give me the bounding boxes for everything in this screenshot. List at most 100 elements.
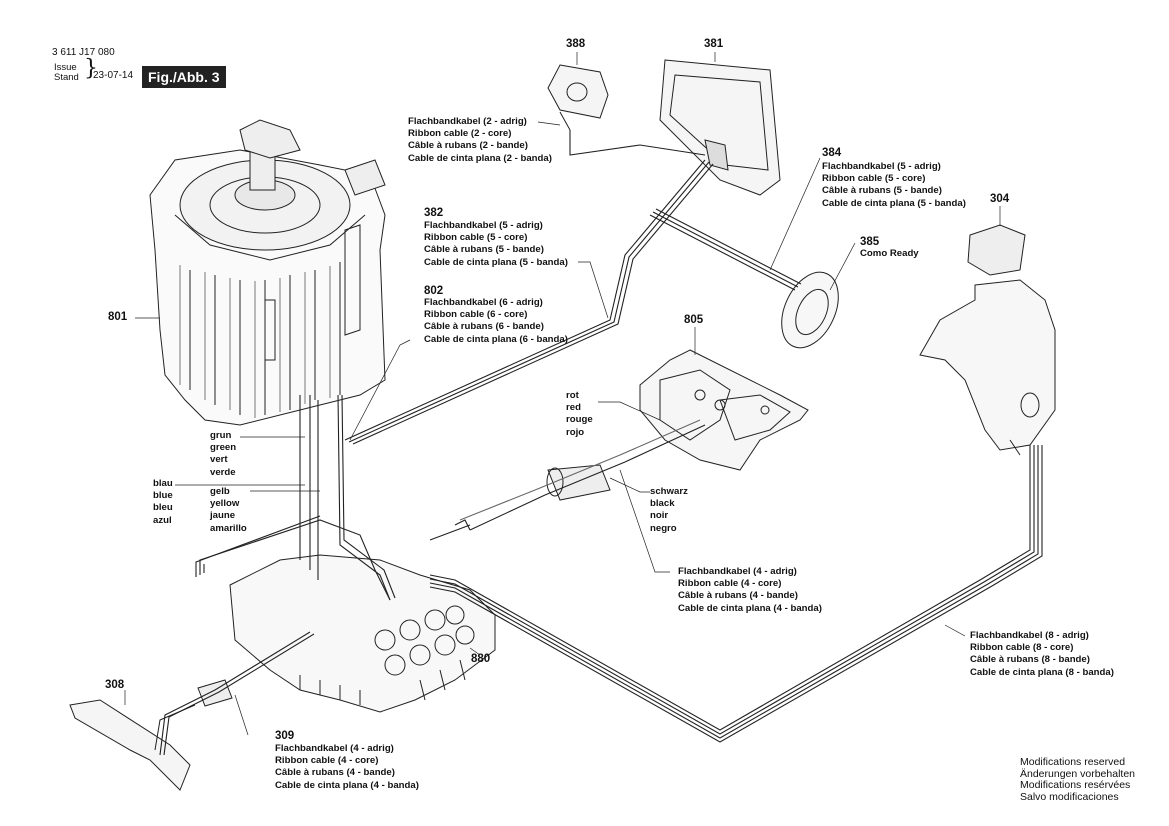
board-805-illustration xyxy=(639,349,809,471)
label-line: Câble à rubans (5 - bande) xyxy=(424,244,544,256)
part-number-382: 382 xyxy=(424,207,444,219)
leader-309 xyxy=(234,694,249,736)
handle-304-illustration xyxy=(919,224,1056,456)
callout-green-wire: grun green vert verde xyxy=(210,430,236,479)
display-381-illustration xyxy=(659,59,781,196)
leader-ribbon8 xyxy=(944,624,966,637)
label-line: Como Ready xyxy=(860,248,919,259)
leader-red xyxy=(598,401,661,421)
part-number-381: 381 xyxy=(704,38,724,50)
leader-ribbon2 xyxy=(537,121,561,126)
label-line: rojo xyxy=(566,426,585,438)
label-line: Ribbon cable (6 - core) xyxy=(424,309,528,321)
modifications-line: Modifications resérvées xyxy=(1020,779,1131,791)
ribbon-cable-5-core-384 xyxy=(649,208,802,291)
modifications-line: Änderungen vorbehalten xyxy=(1020,767,1136,780)
label-line: Câble à rubans (4 - bande) xyxy=(678,590,798,602)
label-line: blue xyxy=(153,490,173,502)
label-line: Ribbon cable (4 - core) xyxy=(678,578,782,590)
leader-802 xyxy=(349,339,411,441)
leader-880 xyxy=(469,647,481,656)
leader-384 xyxy=(769,157,821,271)
label-line: Ribbon cable (5 - core) xyxy=(822,173,926,185)
label-line: Cable de cinta plana (5 - banda) xyxy=(822,197,966,209)
document-number: 3 611 J17 080 xyxy=(52,47,115,58)
label-line: Câble à rubans (8 - bande) xyxy=(970,654,1090,666)
label-line: Flachbandkabel (6 - adrig) xyxy=(424,297,543,308)
label-line: Cable de cinta plana (8 - banda) xyxy=(970,666,1114,678)
callout-blue-wire: blau blue bleu azul xyxy=(153,478,173,527)
brace-glyph: } xyxy=(84,56,98,81)
callout-802: Flachbandkabel (6 - adrig) Ribbon cable … xyxy=(424,297,568,346)
issue-label: Issue Stand xyxy=(54,63,79,83)
label-line: Câble à rubans (2 - bande) xyxy=(408,140,528,152)
label-line: Flachbandkabel (5 - adrig) xyxy=(822,161,941,172)
como-ready-385-illustration xyxy=(781,271,839,349)
ribbon-cable-2-core xyxy=(569,130,706,156)
leader-382 xyxy=(578,261,609,319)
electronics-880-illustration xyxy=(229,554,496,713)
label-line: noir xyxy=(650,510,669,522)
label-line: amarillo xyxy=(210,522,247,534)
issue-label-en: Issue xyxy=(54,62,77,73)
label-line: Cable de cinta plana (5 - banda) xyxy=(424,256,568,268)
callout-384: Flachbandkabel (5 - adrig) Ribbon cable … xyxy=(822,161,966,210)
ribbon-cable-8-core xyxy=(429,445,1043,743)
callout-black-wire: schwarz black noir negro xyxy=(650,486,688,535)
label-line: schwarz xyxy=(650,486,688,497)
callout-ribbon-2-core: Flachbandkabel (2 - adrig) Ribbon cable … xyxy=(408,116,552,165)
label-line: Flachbandkabel (8 - adrig) xyxy=(970,630,1089,641)
label-line: green xyxy=(210,442,237,454)
callout-yellow-wire: gelb yellow jaune amarillo xyxy=(210,486,247,535)
label-line: red xyxy=(566,402,581,414)
callout-309: Flachbandkabel (4 - adrig) Ribbon cable … xyxy=(275,743,419,792)
label-line: rouge xyxy=(566,414,593,426)
label-line: Flachbandkabel (2 - adrig) xyxy=(408,116,527,127)
label-line: Flachbandkabel (4 - adrig) xyxy=(275,743,394,754)
button-388-illustration xyxy=(547,64,609,131)
label-line: Ribbon cable (2 - core) xyxy=(408,128,512,140)
modifications-line: Salvo modificaciones xyxy=(1020,790,1119,803)
issue-date: 23-07-14 xyxy=(93,70,134,81)
part-number-385: 385 xyxy=(860,236,880,248)
label-line: verde xyxy=(210,466,236,478)
modifications-notice: Modifications reserved Änderungen vorbeh… xyxy=(1020,756,1136,803)
label-line: bleu xyxy=(153,502,173,514)
label-line: jaune xyxy=(210,510,236,522)
callout-385: Como Ready xyxy=(860,248,919,260)
label-line: gelb xyxy=(210,486,230,497)
label-line: Cable de cinta plana (2 - banda) xyxy=(408,152,552,164)
label-line: Cable de cinta plana (4 - banda) xyxy=(275,779,419,791)
ferrite-309-illustration xyxy=(197,679,233,707)
part-number-304: 304 xyxy=(990,193,1010,205)
motor-wires xyxy=(299,394,396,601)
motor-801-illustration xyxy=(149,119,386,426)
ferrite-core-illustration xyxy=(546,464,611,501)
leader-black xyxy=(609,477,650,493)
part-number-388: 388 xyxy=(566,38,586,50)
figure-badge: Fig./Abb. 3 xyxy=(142,66,226,88)
ribbon-cable-6-core xyxy=(344,159,714,445)
issue-label-de: Stand xyxy=(54,72,79,83)
label-line: Ribbon cable (4 - core) xyxy=(275,755,379,767)
part-number-801: 801 xyxy=(108,311,128,323)
label-line: Câble à rubans (4 - bande) xyxy=(275,767,395,779)
label-line: rot xyxy=(566,390,579,401)
label-line: azul xyxy=(153,514,172,526)
label-line: Câble à rubans (6 - bande) xyxy=(424,321,544,333)
part-number-309: 309 xyxy=(275,730,295,742)
callout-red-wire: rot red rouge rojo xyxy=(566,390,593,439)
board-wires xyxy=(429,419,706,541)
label-line: Ribbon cable (5 - core) xyxy=(424,232,528,244)
label-line: blau xyxy=(153,478,173,489)
label-line: Flachbandkabel (5 - adrig) xyxy=(424,220,543,231)
label-line: Câble à rubans (5 - bande) xyxy=(822,185,942,197)
leader-385 xyxy=(829,242,856,291)
label-line: negro xyxy=(650,522,677,534)
label-line: grun xyxy=(210,430,232,441)
part-number-805: 805 xyxy=(684,314,704,326)
leader-ribbon4 xyxy=(619,469,670,573)
label-line: Cable de cinta plana (6 - banda) xyxy=(424,333,568,345)
modifications-line: Modifications reserved xyxy=(1020,756,1126,768)
